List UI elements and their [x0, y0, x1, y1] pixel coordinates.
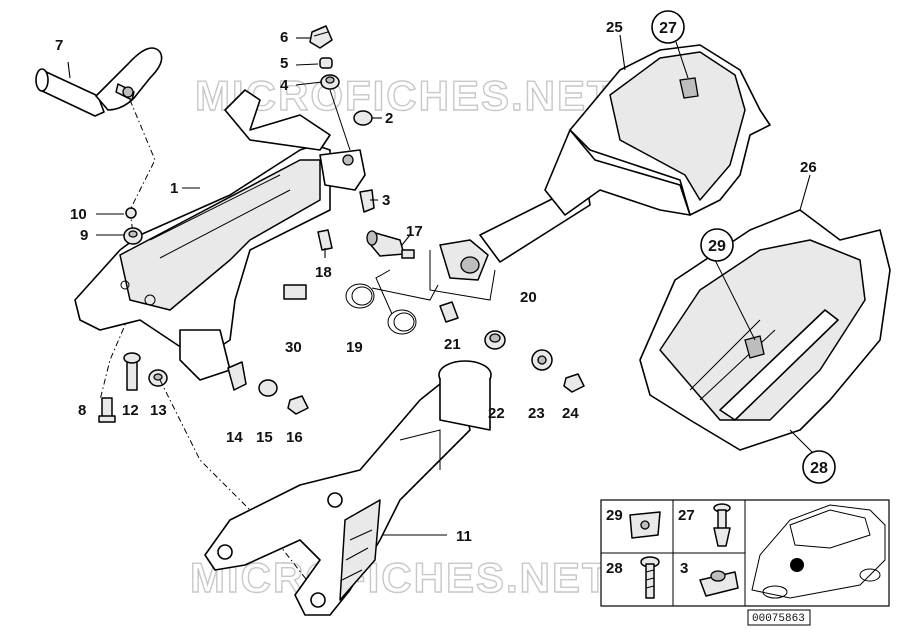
inset-label-3: 3 — [680, 560, 688, 577]
callout-21: 21 — [444, 336, 461, 353]
part-23-star-washer — [531, 349, 553, 371]
part-3-clip — [359, 189, 375, 213]
callout-24: 24 — [562, 405, 579, 422]
callout-2: 2 — [385, 110, 393, 127]
part-13-washer — [148, 369, 168, 387]
part-19-spring — [345, 269, 439, 335]
callout-15: 15 — [256, 429, 273, 446]
part-1-support-bracket — [74, 89, 366, 381]
callout-20: 20 — [520, 289, 537, 306]
callout-30: 30 — [285, 339, 302, 356]
callout-6: 6 — [280, 29, 288, 46]
svg-text:27: 27 — [659, 20, 677, 37]
callout-1: 1 — [170, 180, 178, 197]
callout-14: 14 — [226, 429, 243, 446]
dash-29 — [714, 259, 756, 341]
leader-28 — [789, 429, 813, 453]
fastener-inset: 29 27 28 3 — [600, 499, 890, 607]
part-14-clip — [227, 361, 247, 391]
part-26-lower-trim — [639, 209, 891, 451]
callout-11: 11 — [456, 528, 472, 545]
assembly-line-lower — [159, 379, 331, 611]
callout-7: 7 — [55, 37, 63, 54]
callout-26: 26 — [800, 159, 817, 176]
part-12-screw — [123, 352, 141, 391]
part-25-upper-trim — [544, 44, 771, 216]
callout-19: 19 — [346, 339, 363, 356]
svg-text:00075863: 00075863 — [752, 613, 805, 625]
inset-label-28: 28 — [606, 560, 623, 577]
part-7-clamp-lever — [35, 47, 163, 117]
leader-lines — [67, 34, 811, 536]
callout-18: 18 — [315, 264, 332, 281]
circled-callout-27: 27 — [651, 10, 685, 44]
inset-car-icon — [751, 504, 886, 599]
callout-5: 5 — [280, 55, 288, 72]
callout-25: 25 — [606, 19, 623, 36]
part-2-cap — [353, 110, 373, 126]
part-15-washer — [258, 379, 278, 397]
circled-callout-28: 28 — [802, 450, 836, 484]
part-22-bushing — [484, 330, 506, 350]
part-16-nut — [287, 395, 309, 415]
part-6-nut — [309, 25, 333, 49]
callout-16: 16 — [286, 429, 303, 446]
part-24-nut — [563, 373, 585, 393]
inset-screw — [640, 556, 660, 599]
part-5-bushing — [319, 57, 333, 69]
inset-clip-nut — [699, 570, 739, 597]
svg-text:29: 29 — [708, 238, 726, 255]
callout-12: 12 — [122, 402, 139, 419]
inset-label-27: 27 — [678, 507, 695, 524]
part-17-switch — [366, 230, 415, 259]
inset-label-29: 29 — [606, 507, 623, 524]
callout-13: 13 — [150, 402, 167, 419]
callout-4: 4 — [280, 77, 289, 94]
callout-23: 23 — [528, 405, 545, 422]
part-30-pad — [283, 284, 307, 300]
svg-text:28: 28 — [810, 460, 828, 477]
part-11-lower-bracket — [204, 360, 492, 616]
dash-4 — [329, 89, 351, 151]
callout-9: 9 — [80, 227, 88, 244]
part-18-clip — [317, 229, 333, 251]
callout-3: 3 — [382, 192, 390, 209]
circled-callout-29: 29 — [700, 228, 734, 262]
assembly-line-left — [99, 99, 156, 401]
part-10-nut — [125, 207, 137, 219]
callout-10: 10 — [70, 206, 87, 223]
watermark-top: MICROFICHES.NET — [195, 72, 615, 119]
leader-27 — [675, 41, 689, 79]
part-8-bolt — [98, 397, 116, 423]
inset-push-pin — [713, 503, 731, 547]
part-4-grommet — [320, 74, 340, 90]
watermark-bottom: MICROFICHES.NET — [190, 554, 610, 601]
part-9-bush — [123, 227, 143, 245]
location-dot-icon — [790, 558, 804, 572]
diagram-code: 00075863 — [747, 609, 811, 626]
callout-numbers: 7 1 6 5 4 2 3 10 9 8 12 13 14 15 16 17 1… — [55, 19, 817, 545]
callout-17: 17 — [406, 223, 423, 240]
callout-8: 8 — [78, 402, 86, 419]
part-21-clip — [439, 301, 459, 323]
callout-22: 22 — [488, 405, 505, 422]
